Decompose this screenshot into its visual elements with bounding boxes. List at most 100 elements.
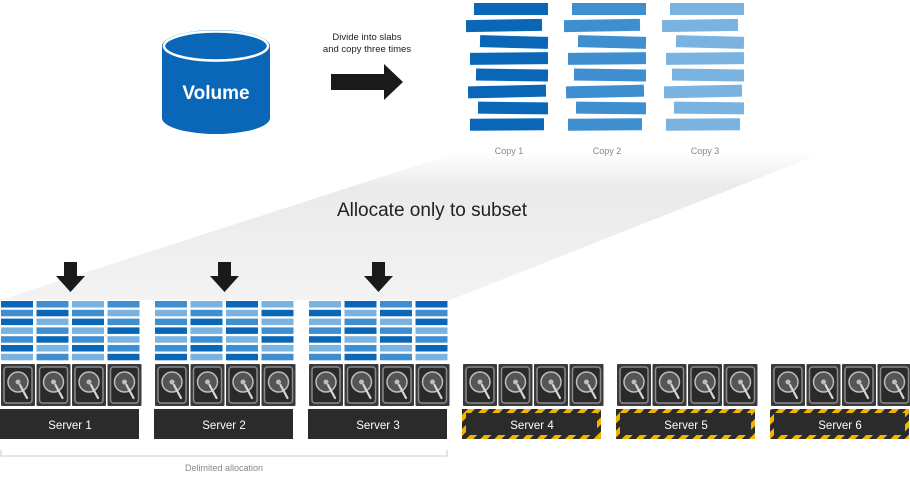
allocated-slab bbox=[1, 318, 33, 326]
copy-label-3: Copy 3 bbox=[691, 146, 720, 156]
server-label-2: Server 2 bbox=[202, 420, 245, 432]
allocated-slab bbox=[1, 309, 33, 317]
allocated-slab bbox=[415, 301, 448, 308]
server-label-5: Server 5 bbox=[664, 420, 707, 432]
allocated-slab bbox=[344, 309, 377, 317]
slab bbox=[671, 68, 745, 82]
allocated-slab bbox=[107, 345, 140, 352]
allocated-slab bbox=[380, 353, 412, 361]
slab-copies bbox=[465, 3, 745, 131]
allocated-slab bbox=[261, 309, 294, 317]
allocation-fan bbox=[0, 150, 830, 300]
slab bbox=[665, 118, 741, 131]
allocated-slab bbox=[226, 336, 258, 343]
server-2 bbox=[154, 301, 296, 439]
allocated-slab bbox=[190, 309, 223, 317]
slab bbox=[469, 52, 549, 65]
allocated-slab bbox=[261, 353, 294, 361]
allocated-slab bbox=[344, 318, 377, 326]
allocated-slab bbox=[72, 318, 104, 326]
allocated-slab bbox=[309, 318, 341, 326]
allocated-slab bbox=[415, 336, 448, 343]
copy-label-1: Copy 1 bbox=[495, 146, 524, 156]
server-label-6: Server 6 bbox=[818, 420, 861, 432]
allocated-slab bbox=[36, 336, 69, 343]
allocated-slab bbox=[1, 301, 33, 308]
slab bbox=[663, 84, 743, 99]
allocated-slab bbox=[190, 327, 223, 334]
allocated-slab bbox=[226, 327, 258, 334]
allocated-slab bbox=[261, 318, 294, 326]
slab bbox=[563, 18, 641, 33]
allocated-slab bbox=[415, 309, 448, 317]
server-1 bbox=[0, 301, 142, 439]
slab bbox=[474, 3, 548, 15]
allocated-slab bbox=[261, 345, 294, 352]
server-4 bbox=[462, 364, 604, 439]
allocated-slab bbox=[226, 353, 258, 361]
slab bbox=[475, 68, 549, 82]
allocated-slab bbox=[344, 327, 377, 334]
slab bbox=[467, 84, 547, 99]
allocated-slab bbox=[226, 309, 258, 317]
down-arrow-icon-2 bbox=[210, 262, 239, 292]
slab bbox=[479, 35, 549, 49]
allocated-slab bbox=[72, 336, 104, 343]
allocated-slab bbox=[107, 336, 140, 343]
allocated-slab bbox=[380, 345, 412, 352]
slab bbox=[670, 3, 744, 15]
slab bbox=[675, 35, 745, 49]
server-label-1: Server 1 bbox=[48, 420, 91, 432]
right-arrow-icon bbox=[331, 64, 403, 100]
allocated-slab bbox=[1, 353, 33, 361]
allocated-slab bbox=[155, 345, 187, 352]
allocated-slab bbox=[155, 327, 187, 334]
allocated-slab bbox=[1, 336, 33, 343]
allocated-slab bbox=[155, 353, 187, 361]
slab bbox=[573, 68, 647, 82]
server-label-4: Server 4 bbox=[510, 420, 554, 432]
volume-label: Volume bbox=[182, 83, 249, 104]
slab bbox=[665, 52, 745, 65]
allocated-slab bbox=[72, 353, 104, 361]
allocated-slab bbox=[309, 301, 341, 308]
allocated-slab bbox=[36, 309, 69, 317]
allocated-slab bbox=[36, 353, 69, 361]
slab bbox=[567, 52, 647, 65]
allocated-slab bbox=[107, 309, 140, 317]
allocated-slab bbox=[309, 309, 341, 317]
slab bbox=[465, 18, 543, 33]
process-caption-line1: Divide into slabs bbox=[332, 32, 401, 43]
server-bar bbox=[0, 409, 139, 439]
allocated-slab bbox=[261, 301, 294, 308]
allocated-slab bbox=[309, 345, 341, 352]
slab bbox=[477, 101, 549, 115]
allocated-slab bbox=[309, 353, 341, 361]
allocated-slab bbox=[155, 309, 187, 317]
allocated-slab bbox=[107, 318, 140, 326]
down-arrow-icon-1 bbox=[56, 262, 85, 292]
server-6 bbox=[770, 364, 910, 439]
server-bar bbox=[154, 409, 293, 439]
volume-cylinder: Volume bbox=[162, 30, 270, 134]
allocated-slab bbox=[72, 345, 104, 352]
slab bbox=[565, 84, 645, 99]
bracket-label: Delimited allocation bbox=[185, 463, 263, 473]
allocated-slab bbox=[380, 336, 412, 343]
allocated-slab bbox=[1, 345, 33, 352]
allocated-slab bbox=[380, 301, 412, 308]
allocated-slab bbox=[415, 353, 448, 361]
process-caption-line2: and copy three times bbox=[323, 44, 411, 55]
server-3 bbox=[308, 301, 450, 439]
allocated-slab bbox=[415, 318, 448, 326]
allocated-slab bbox=[415, 327, 448, 334]
slab bbox=[572, 3, 646, 15]
allocated-slab bbox=[190, 345, 223, 352]
slab bbox=[575, 101, 647, 115]
allocated-slab bbox=[107, 327, 140, 334]
allocated-slab bbox=[155, 336, 187, 343]
allocated-slab bbox=[36, 301, 69, 308]
allocated-slab bbox=[107, 353, 140, 361]
allocated-slab bbox=[261, 327, 294, 334]
